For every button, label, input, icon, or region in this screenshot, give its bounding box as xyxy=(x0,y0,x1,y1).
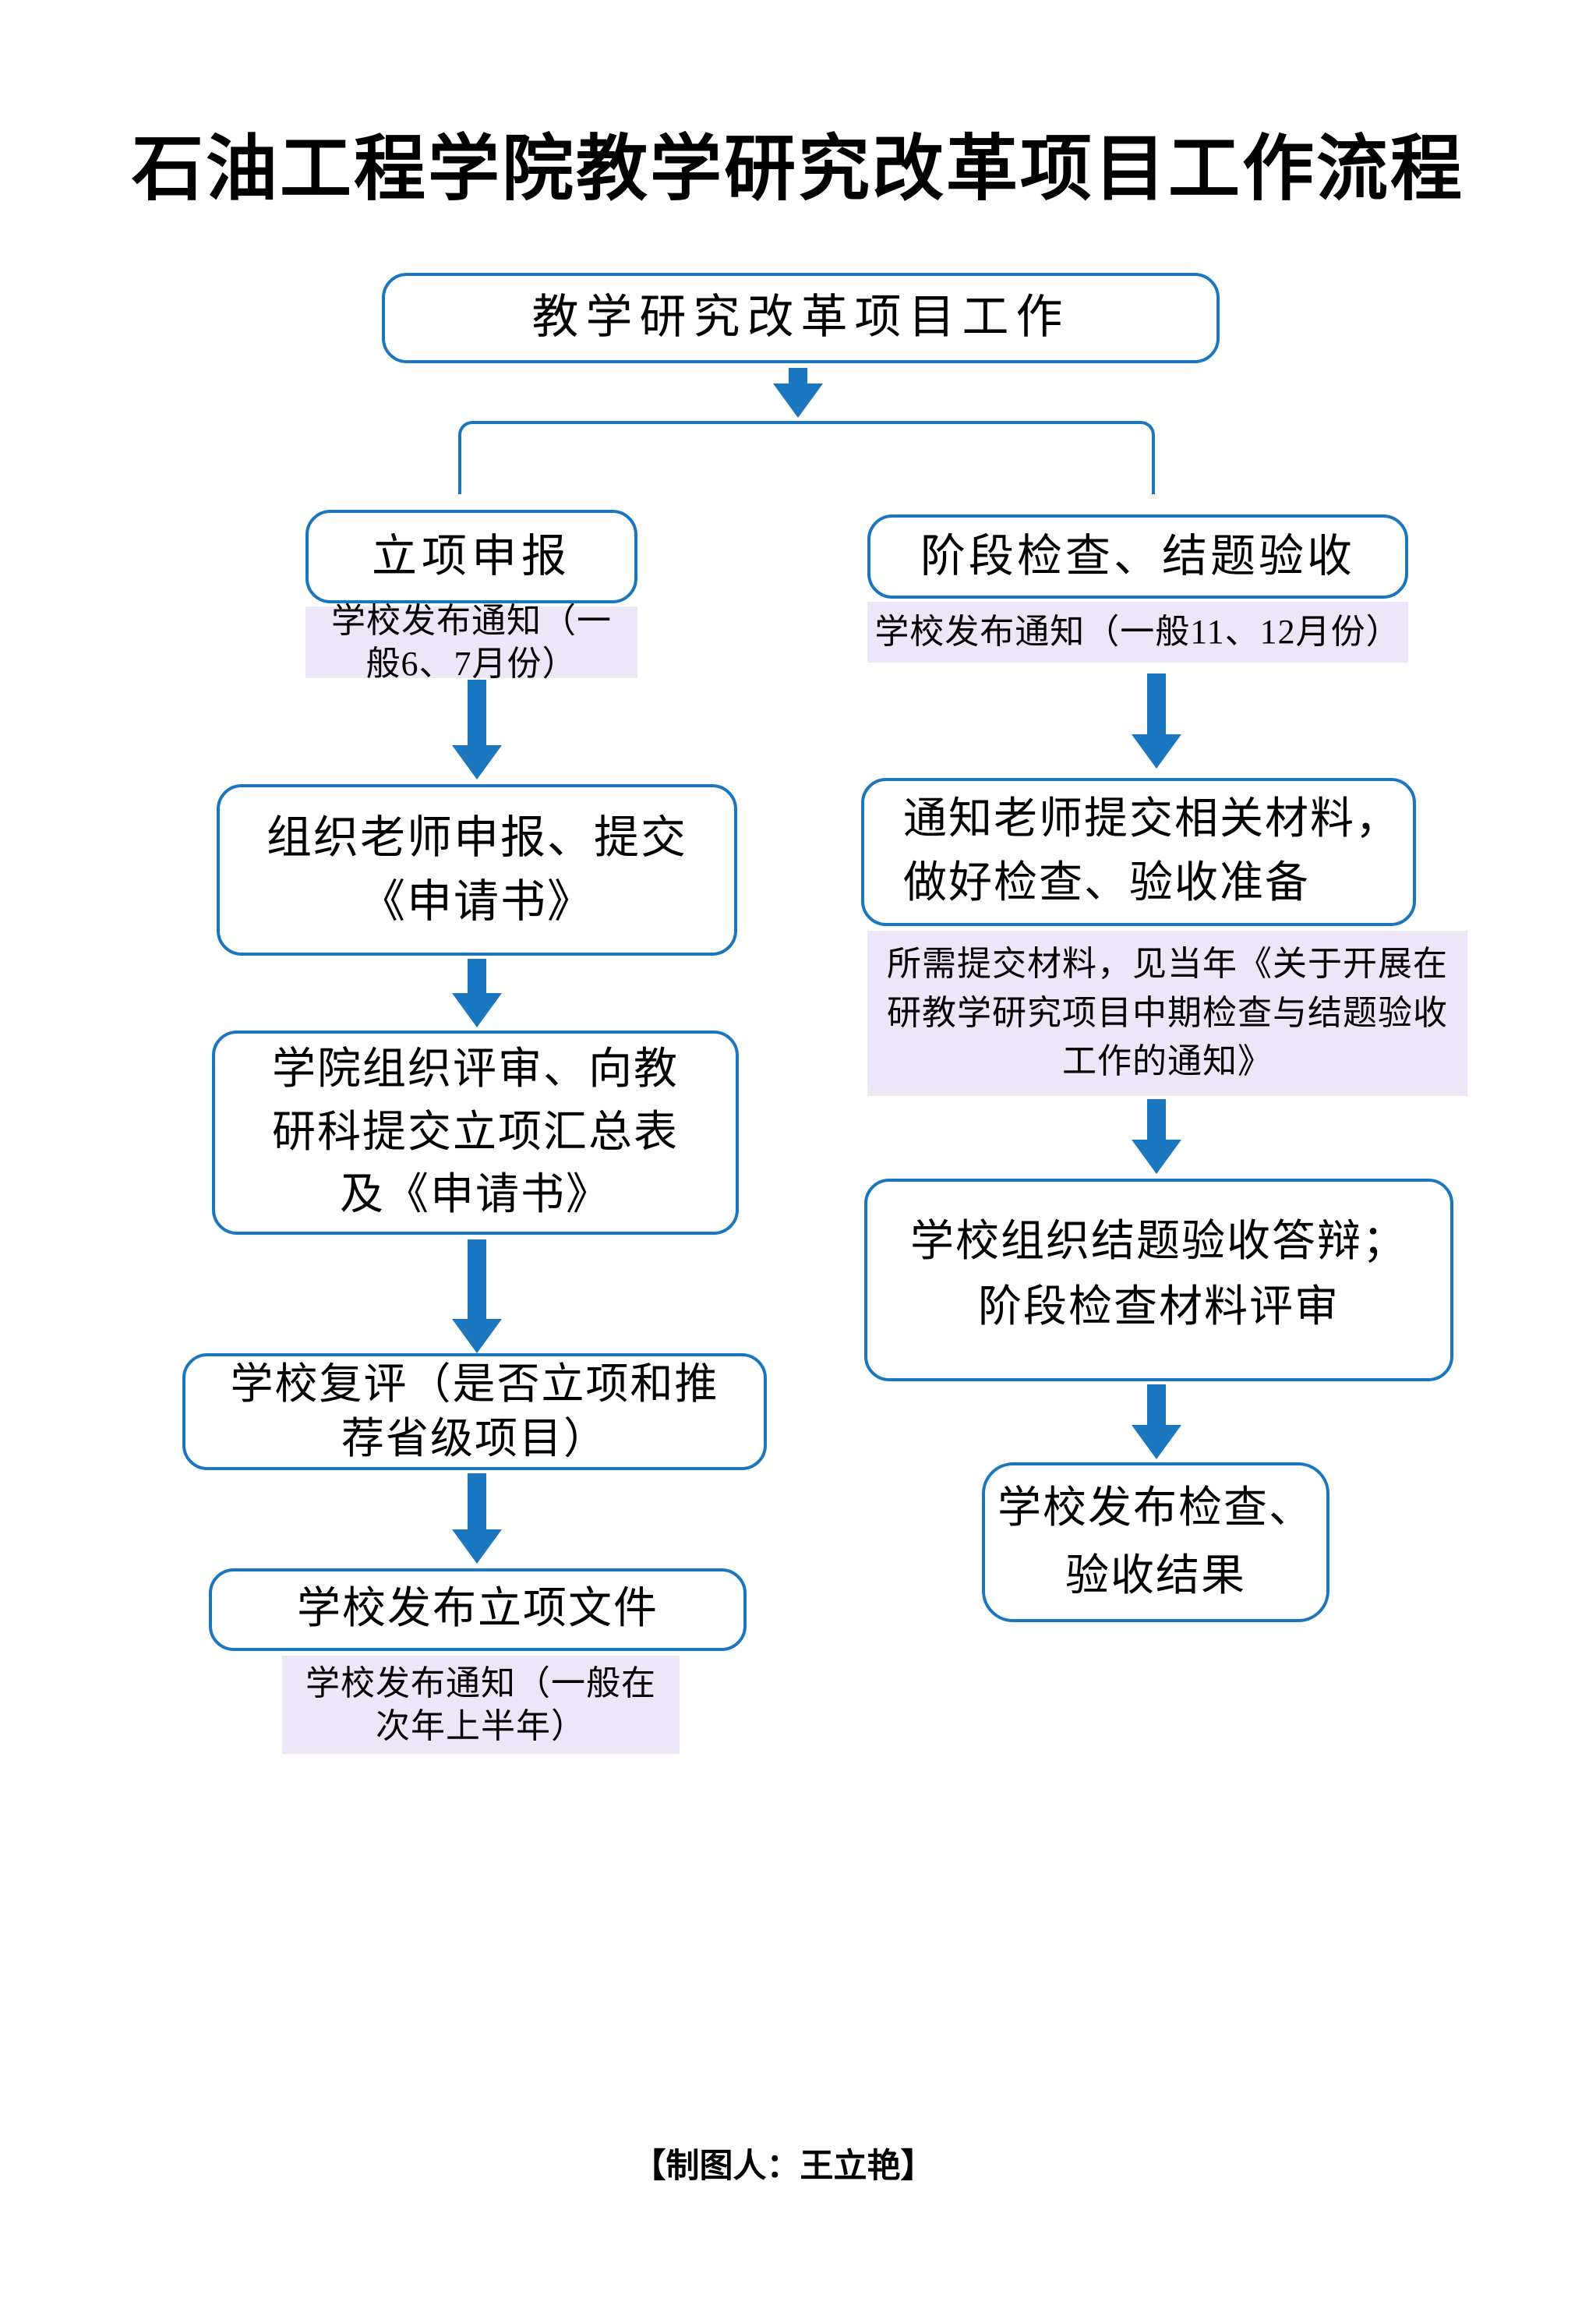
node-root-label: 教学研究改革项目工作 xyxy=(531,292,1070,344)
flow-arrow-right-1 xyxy=(1132,673,1181,769)
node-root: 教学研究改革项目工作 xyxy=(382,273,1220,363)
note-line: 研教学研究项目中期检查与结题验收 xyxy=(887,993,1448,1032)
arrow-head-icon xyxy=(1132,1140,1181,1174)
node-right-header: 阶段检查、结题验收 xyxy=(867,514,1408,599)
arrow-shaft xyxy=(468,1239,486,1319)
arrow-head-icon xyxy=(452,1319,502,1353)
flow-arrow-left-3 xyxy=(452,1239,502,1353)
arrow-head-icon xyxy=(1132,734,1181,769)
node-right-header-label: 阶段检查、结题验收 xyxy=(920,530,1355,582)
arrow-head-icon xyxy=(452,1529,502,1564)
arrow-shaft xyxy=(468,1473,486,1529)
note-left-step5: 学校发布通知（一般在 次年上半年） xyxy=(282,1656,680,1754)
node-line: 组织老师申报、提交 xyxy=(266,811,687,863)
flow-arrow-right-2 xyxy=(1132,1099,1181,1174)
node-line: 阶段检查材料评审 xyxy=(978,1283,1340,1331)
arrow-head-icon xyxy=(773,384,823,418)
node-line: 验收结果 xyxy=(1065,1551,1246,1600)
arrow-head-icon xyxy=(452,993,502,1027)
note-left-header: 学校发布通知（一 般6、7月份） xyxy=(305,602,637,683)
node-left-step4: 学校复评（是否立项和推 荐省级项目） xyxy=(182,1353,767,1470)
flow-arrow-right-3 xyxy=(1132,1384,1181,1459)
arrow-shaft xyxy=(468,680,486,745)
node-line: 学校复评（是否立项和推 xyxy=(230,1359,719,1408)
node-right-step2: 通知老师提交相关材料， 做好检查、验收准备 xyxy=(861,778,1416,926)
node-line: 《申请书》 xyxy=(359,876,594,927)
node-line: 做好检查、验收准备 xyxy=(903,859,1310,907)
branch-connector xyxy=(458,421,1155,494)
note-line: 学校发布通知（一般11、12月份） xyxy=(874,613,1401,652)
arrow-shaft xyxy=(1147,1384,1166,1425)
flow-arrow-left-1 xyxy=(452,680,502,780)
node-left-header-label: 立项申报 xyxy=(371,530,571,582)
note-line: 所需提交材料，见当年《关于开展在 xyxy=(887,945,1448,984)
node-left-header: 立项申报 xyxy=(305,510,637,603)
note-line: 工作的通知》 xyxy=(1062,1042,1273,1081)
node-line: 荐省级项目） xyxy=(341,1415,608,1462)
node-left-step5: 学校发布立项文件 xyxy=(209,1568,747,1651)
flow-arrow-left-4 xyxy=(452,1473,502,1564)
arrow-head-icon xyxy=(452,745,502,780)
node-line: 学校发布立项文件 xyxy=(297,1585,659,1634)
flow-arrow-root xyxy=(773,368,823,418)
node-line: 学校组织结题验收答辩； xyxy=(910,1218,1407,1266)
node-right-step3: 学校组织结题验收答辩； 阶段检查材料评审 xyxy=(864,1179,1453,1381)
node-line: 学院组织评审、向教 xyxy=(272,1045,679,1094)
arrow-head-icon xyxy=(1132,1425,1181,1459)
node-line: 研科提交立项汇总表 xyxy=(272,1108,679,1157)
note-line: 次年上半年） xyxy=(376,1707,586,1745)
arrow-shaft xyxy=(789,368,807,384)
node-right-step4: 学校发布检查、 验收结果 xyxy=(982,1462,1329,1622)
page-title: 石油工程学院教学研究改革项目工作流程 xyxy=(131,129,1464,209)
note-right-header: 学校发布通知（一般11、12月份） xyxy=(867,602,1408,663)
credit-caption: 【制图人：王立艳】 xyxy=(632,2148,934,2185)
note-right-step2: 所需提交材料，见当年《关于开展在 研教学研究项目中期检查与结题验收 工作的通知》 xyxy=(867,931,1467,1096)
note-line: 学校发布通知（一 xyxy=(331,601,612,640)
arrow-shaft xyxy=(1147,673,1166,734)
node-line: 及《申请书》 xyxy=(340,1171,611,1220)
node-left-step3: 学院组织评审、向教 研科提交立项汇总表 及《申请书》 xyxy=(212,1031,739,1235)
arrow-shaft xyxy=(468,959,486,993)
note-line: 般6、7月份） xyxy=(365,645,577,683)
note-line: 学校发布通知（一般在 xyxy=(305,1663,656,1702)
node-line: 学校发布检查、 xyxy=(998,1483,1314,1533)
flow-arrow-left-2 xyxy=(452,959,502,1027)
arrow-shaft xyxy=(1147,1099,1166,1140)
node-line: 通知老师提交相关材料， xyxy=(903,795,1400,844)
node-left-step2: 组织老师申报、提交 《申请书》 xyxy=(217,784,737,956)
